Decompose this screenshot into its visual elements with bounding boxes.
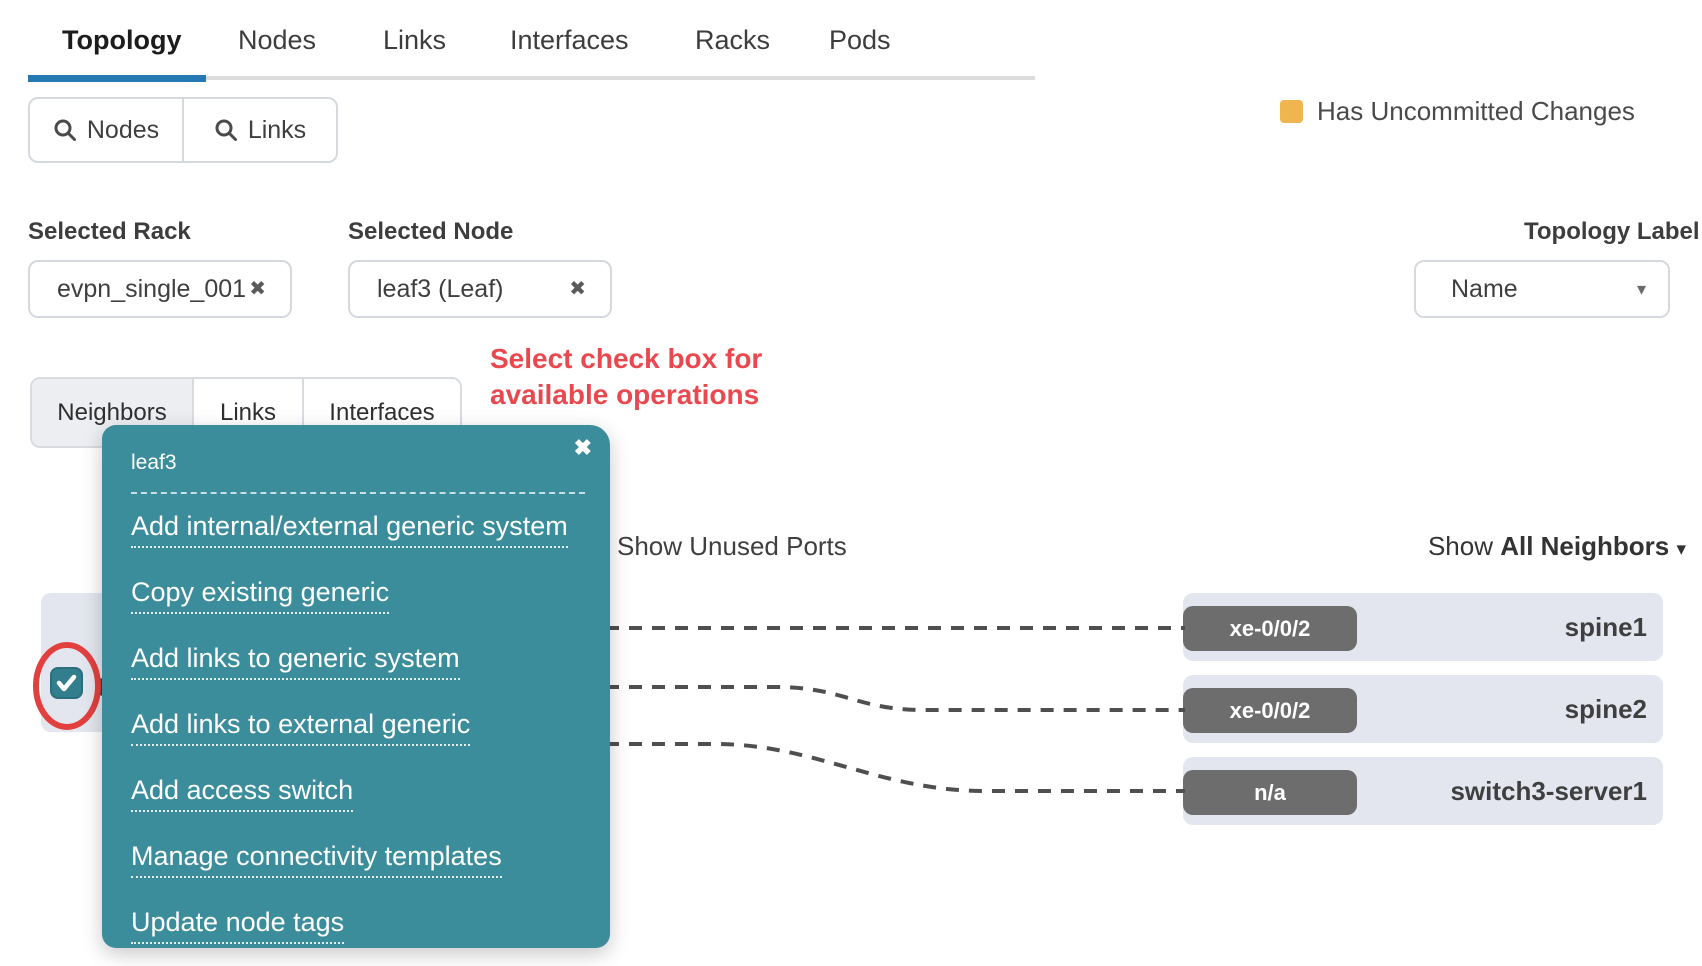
- menu-item: Add links to generic system: [131, 643, 568, 680]
- selected-rack-value: evpn_single_001: [57, 274, 247, 303]
- menu-add-links-generic[interactable]: Add links to generic system: [131, 643, 460, 680]
- search-nodes-button[interactable]: Nodes: [30, 99, 182, 161]
- tab-rail: [206, 76, 1035, 80]
- menu-item: Update node tags: [131, 907, 568, 944]
- annotation-text: Select check box for available operation…: [490, 343, 763, 410]
- menu-item: Add internal/external generic system: [131, 511, 568, 548]
- menu-manage-connectivity-templates[interactable]: Manage connectivity templates: [131, 841, 502, 878]
- uncommitted-changes-label: Has Uncommitted Changes: [1317, 96, 1635, 126]
- chevron-down-icon: ▾: [1636, 278, 1646, 299]
- menu-item: Copy existing generic: [131, 577, 568, 614]
- context-menu-separator: [131, 492, 585, 494]
- port-chip: xe-0/0/2: [1183, 606, 1357, 651]
- search-icon: [215, 119, 237, 141]
- neighbor-name: spine1: [1564, 611, 1647, 642]
- search-links-button[interactable]: Links: [182, 99, 336, 161]
- menu-add-access-switch[interactable]: Add access switch: [131, 775, 354, 812]
- port-chip: n/a: [1183, 770, 1357, 815]
- topology-label-label: Topology Label: [1524, 218, 1700, 245]
- port-chip: xe-0/0/2: [1183, 688, 1357, 733]
- tab-node-links[interactable]: Links: [192, 379, 302, 446]
- show-neighbors-prefix: Show: [1427, 531, 1501, 561]
- menu-add-links-external[interactable]: Add links to external generic: [131, 709, 471, 746]
- show-unused-ports-label[interactable]: Show Unused Ports: [617, 531, 847, 561]
- menu-update-node-tags[interactable]: Update node tags: [131, 907, 345, 944]
- neighbor-name: switch3-server1: [1450, 775, 1647, 806]
- tab-racks[interactable]: Racks: [695, 25, 771, 55]
- menu-item: Add links to external generic: [131, 709, 568, 746]
- show-neighbors-value: All Neighbors: [1500, 531, 1670, 561]
- context-menu-title: leaf3: [131, 451, 177, 474]
- menu-item: Add access switch: [131, 775, 568, 812]
- tab-pods[interactable]: Pods: [829, 25, 891, 55]
- menu-item: Manage connectivity templates: [131, 841, 568, 878]
- neighbor-row-spine1[interactable]: xe-0/0/2 spine1: [1183, 593, 1663, 661]
- menu-add-generic-system[interactable]: Add internal/external generic system: [131, 511, 568, 548]
- neighbor-row-switch3-server1[interactable]: n/a switch3-server1: [1183, 757, 1663, 825]
- topology-label-select[interactable]: Name ▾: [1414, 260, 1670, 318]
- clear-rack-icon[interactable]: ✖: [249, 278, 266, 300]
- tab-topology[interactable]: Topology: [62, 25, 182, 55]
- checkmark-icon: [56, 674, 77, 692]
- uncommitted-changes-swatch: [1280, 100, 1303, 123]
- close-icon[interactable]: ✖: [573, 435, 592, 460]
- selected-node-label: Selected Node: [348, 218, 514, 245]
- uncommitted-changes-legend: Has Uncommitted Changes: [1280, 96, 1635, 127]
- neighbor-name: spine2: [1564, 693, 1647, 724]
- selected-node-value: leaf3 (Leaf): [377, 274, 504, 303]
- node-context-menu: ✖ leaf3 Add internal/external generic sy…: [102, 425, 610, 948]
- selected-rack-box[interactable]: evpn_single_001 ✖: [28, 260, 292, 318]
- chevron-down-icon: ▾: [1676, 539, 1686, 560]
- selected-rack-label: Selected Rack: [28, 218, 191, 245]
- selected-node-box[interactable]: leaf3 (Leaf) ✖: [348, 260, 612, 318]
- context-menu-list: Add internal/external generic system Cop…: [131, 511, 568, 966]
- search-icon: [54, 119, 76, 141]
- tab-nodes[interactable]: Nodes: [238, 25, 317, 55]
- active-tab-underline: [28, 75, 206, 82]
- search-nodes-label: Nodes: [86, 115, 160, 144]
- node-checkbox[interactable]: [50, 667, 83, 699]
- clear-node-icon[interactable]: ✖: [569, 278, 586, 300]
- tab-interfaces[interactable]: Interfaces: [510, 25, 629, 55]
- topology-label-value: Name: [1451, 274, 1518, 303]
- tab-node-interfaces[interactable]: Interfaces: [302, 379, 460, 446]
- search-button-group: Nodes Links: [28, 97, 338, 163]
- selected-node-card[interactable]: [41, 593, 111, 732]
- search-links-label: Links: [247, 115, 307, 144]
- neighbor-row-spine2[interactable]: xe-0/0/2 spine2: [1183, 675, 1663, 743]
- show-neighbors-dropdown[interactable]: Show All Neighbors ▾: [1428, 531, 1686, 562]
- tab-links[interactable]: Links: [383, 25, 447, 55]
- menu-copy-existing-generic[interactable]: Copy existing generic: [131, 577, 390, 614]
